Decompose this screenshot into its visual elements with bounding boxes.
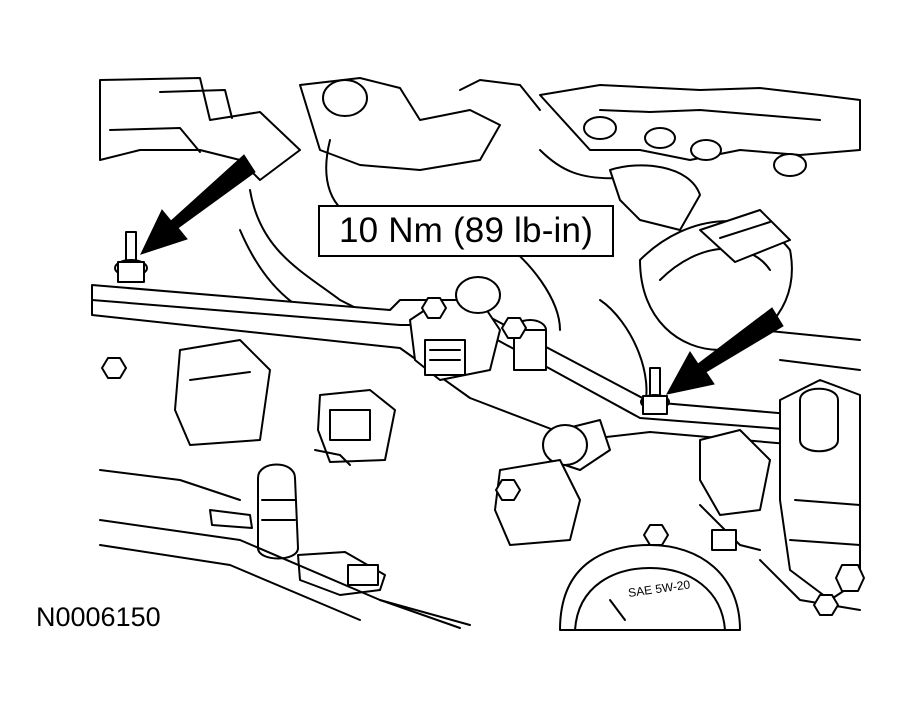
arrow-right-pointer-icon — [666, 307, 784, 395]
right-engine-side — [759, 379, 865, 611]
upper-engine-components — [99, 77, 861, 231]
fuel-connector-cluster — [409, 276, 611, 471]
fuel-rail-stud-right — [640, 367, 670, 415]
fuel-injectors — [174, 339, 771, 551]
arrow-left-pointer-icon — [140, 154, 256, 255]
hex-bolts — [101, 297, 839, 616]
intake-manifold — [239, 189, 861, 421]
figure-id-label: N0006150 — [36, 602, 161, 632]
fuel-rail-stud-left — [114, 231, 148, 283]
lower-left-components — [99, 463, 471, 629]
oil-filler-cap: SAE 5W-20 — [559, 544, 741, 631]
torque-spec-callout: 10 Nm (89 lb-in) — [318, 205, 614, 257]
